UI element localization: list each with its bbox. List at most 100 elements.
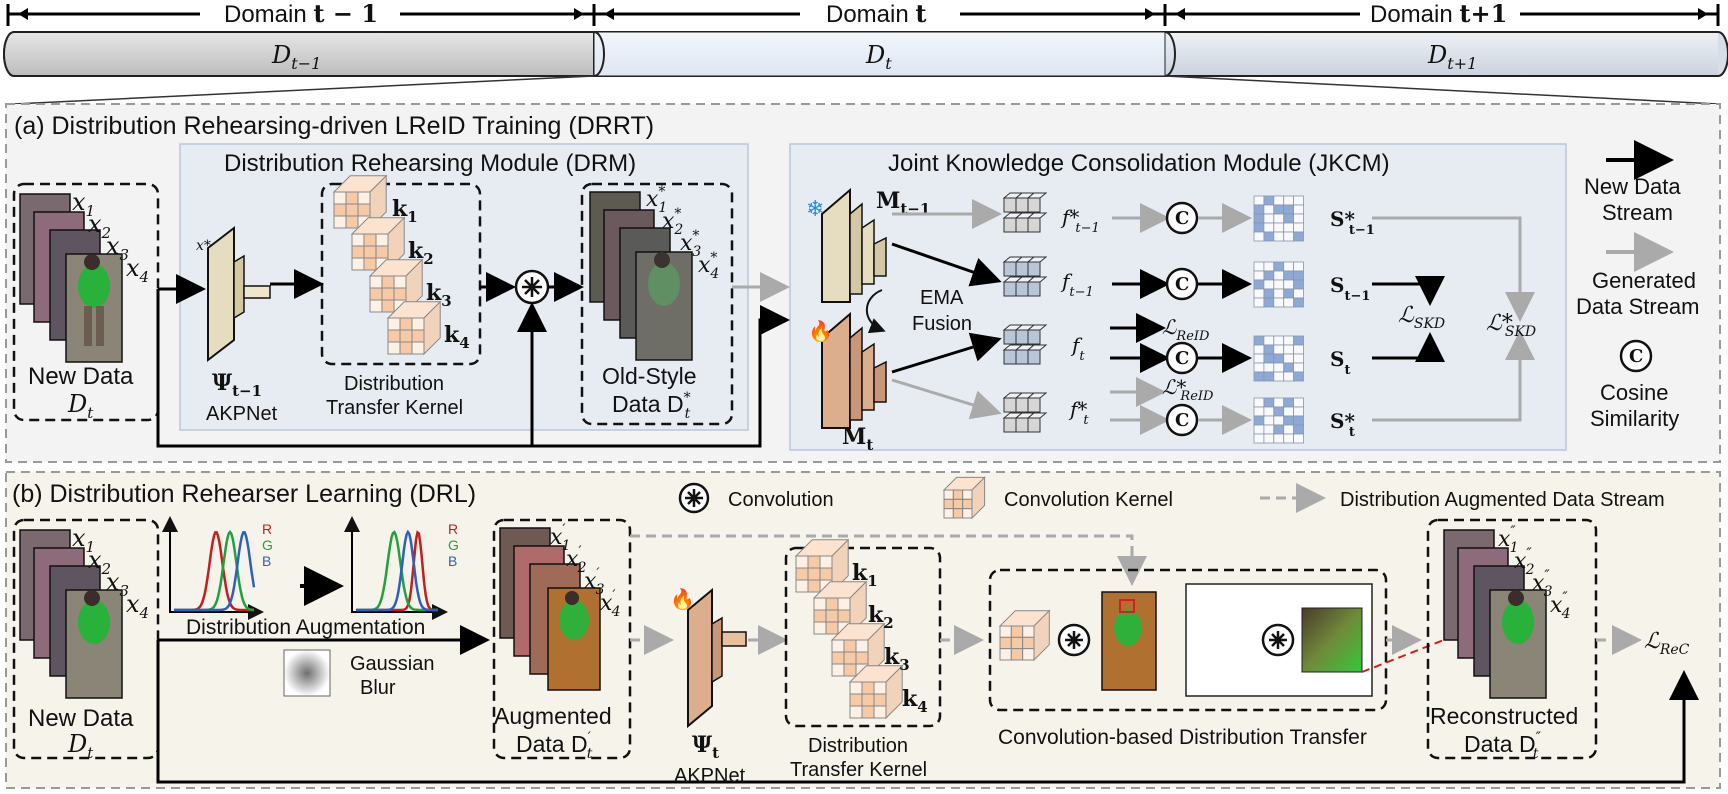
input-b-x4: x4 — [126, 590, 149, 622]
input-x1: x1 — [72, 188, 95, 220]
legend-cos-2: Similarity — [1590, 406, 1679, 431]
person-stack-old — [589, 191, 693, 361]
kernel-k4-a: k4 — [444, 322, 470, 352]
ema-label-2: Fusion — [912, 313, 972, 335]
kernel-cube-a-1 — [332, 174, 388, 230]
akpnet-label-b: AKPNet — [674, 765, 746, 787]
rec-x1: x″1 — [1498, 524, 1519, 556]
kernel-k3-a: k3 — [426, 280, 452, 310]
histogram-original — [162, 516, 264, 620]
kernel-k3-b: k3 — [884, 644, 910, 674]
domain-label-prev: Domain t − 1 — [224, 0, 378, 28]
person-stack-recon — [1443, 529, 1547, 699]
kernel-caption-a2: Transfer Kernel — [326, 397, 463, 419]
input-b-x2: x2 — [88, 546, 111, 578]
kernel-k2-b: k2 — [868, 602, 894, 632]
new-data-var-a: Dt — [67, 390, 94, 422]
rec-x2: x″2 — [1514, 546, 1535, 578]
legend-kernel: Convolution Kernel — [1004, 489, 1173, 511]
sim-s3: St — [1330, 347, 1350, 378]
kernel-cube-b-4 — [848, 664, 904, 720]
ema-label-1: EMA — [920, 287, 964, 309]
loss-reid: ℒReID — [1162, 315, 1210, 344]
segment-next: Dt+1 — [1427, 41, 1477, 73]
panel-a-title: (a) Distribution Rehearsing-driven LReID… — [14, 112, 654, 140]
kernel-stack-b — [794, 538, 904, 720]
ch-r-1: R — [262, 521, 272, 537]
person-stack-aug — [499, 527, 601, 691]
flame-icon-a: 🔥 — [808, 319, 833, 343]
svg-text:C: C — [1175, 410, 1189, 431]
sim-s1: S*t−1 — [1330, 207, 1375, 238]
old-x4: x*4 — [698, 250, 719, 282]
feature-stack-1 — [1002, 192, 1048, 233]
input-x4: x4 — [126, 254, 149, 286]
old-x2: x*2 — [662, 206, 683, 238]
kernel-k2-a: k2 — [408, 238, 434, 268]
old-style-label-2: Data D*t — [612, 390, 691, 422]
cosine-op-1: C — [1165, 201, 1199, 235]
ch-g-1: G — [262, 537, 273, 553]
panel-b: (b) Distribution Rehearser Learning (DRL… — [5, 471, 1721, 789]
aug-label-1: Augmented — [494, 703, 612, 729]
kernel-legend-icon — [942, 476, 986, 520]
legend-cos-1: Cosine — [1600, 380, 1668, 405]
legend-a: New Data Stream Generated Data Stream C … — [1576, 140, 1700, 431]
snowflake-icon: ❄ — [806, 196, 824, 221]
legend-new-2: Stream — [1602, 200, 1673, 225]
drm-title: Distribution Rehearsing Module (DRM) — [224, 150, 636, 177]
timeline: Domain t − 1 Domain t Domain t+1 Dt−1 Dt… — [3, 0, 1728, 105]
akpnet-symbol-b: Ψt — [692, 732, 719, 762]
model-prev — [821, 187, 887, 303]
old-style-box — [580, 182, 734, 426]
domain-label-cur: Domain t — [826, 0, 926, 28]
model-cur-label: Mt — [842, 424, 873, 454]
old-style-label-1: Old-Style — [602, 363, 697, 389]
loss-skd: ℒSKD — [1398, 303, 1445, 332]
segment-prev: Dt−1 — [271, 41, 321, 73]
aug-x4: x′4 — [600, 588, 621, 620]
cosine-op-3: C — [1165, 341, 1199, 375]
cosine-op-4: C — [1165, 403, 1199, 437]
feature-f1: f*t−1 — [1060, 205, 1100, 236]
gauss-2: Blur — [360, 677, 396, 699]
gauss-1: Gaussian — [350, 653, 435, 675]
old-x1: x*1 — [646, 184, 667, 216]
kernel-cube-a-4 — [386, 300, 442, 356]
similarity-matrices — [1253, 195, 1304, 444]
akpnet-label-a: AKPNet — [206, 403, 278, 425]
input-x3: x3 — [106, 232, 129, 264]
svg-text:C: C — [1175, 274, 1189, 295]
feature-stack-4 — [1002, 392, 1048, 433]
feature-f4: f*t — [1068, 397, 1089, 428]
input-b-x1: x1 — [72, 524, 95, 556]
kernel-cube-b-3 — [830, 622, 886, 678]
kernel-box-b — [784, 546, 942, 728]
kernel-caption-a1: Distribution — [344, 373, 444, 395]
cosine-ops: C C C C — [1165, 201, 1199, 437]
gaussian-blur-icon — [283, 649, 331, 697]
kernel-legend-cube — [942, 476, 986, 520]
kernel-cube-b-1 — [794, 538, 850, 594]
akpnet-symbol-a: Ψt−1 — [212, 370, 262, 400]
legend-gen-1: Generated — [1592, 268, 1696, 293]
sim-s4: S*t — [1330, 409, 1355, 440]
kernel-cube-a-2 — [350, 216, 406, 272]
old-x3: x*3 — [680, 228, 701, 260]
ch-g-2: G — [448, 537, 459, 553]
feature-cubes — [1002, 192, 1048, 433]
kernel-k1-b: k1 — [852, 560, 878, 590]
legend-new-1: New Data — [1584, 174, 1681, 199]
sim-matrix-3 — [1253, 335, 1304, 382]
patch-image — [1301, 607, 1363, 673]
cosine-icon — [1619, 339, 1653, 373]
conv-kernel-cube-1 — [998, 609, 1051, 662]
kernel-caption-b2: Transfer Kernel — [790, 759, 927, 781]
segment-cur: Dt — [865, 41, 892, 73]
sim-matrix-1 — [1253, 195, 1304, 242]
recon-label-2: Data D″t — [1464, 730, 1542, 762]
legend-stream: Distribution Augmented Data Stream — [1340, 489, 1665, 511]
legend-conv: Convolution — [728, 489, 834, 511]
recon-label-1: Reconstructed — [1430, 703, 1578, 729]
akpnet-a — [207, 225, 271, 363]
